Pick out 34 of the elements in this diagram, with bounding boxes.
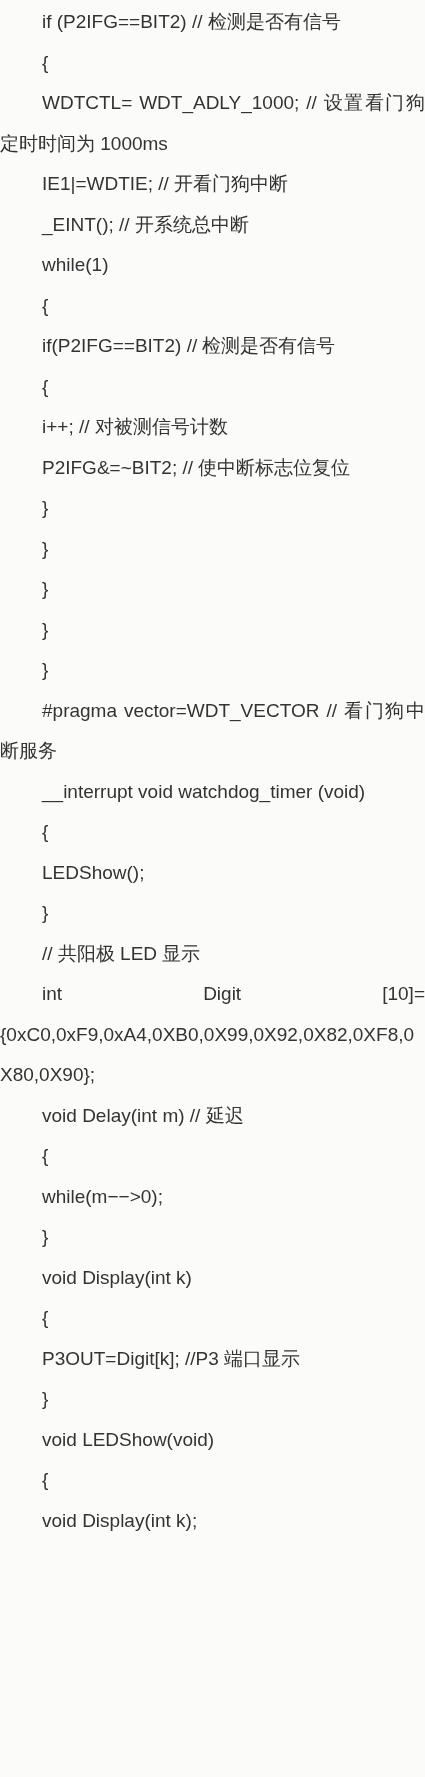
code-line: // 共阳极 LED 显示 — [41, 941, 202, 966]
code-line: __interrupt void watchdog_timer (void) — [40, 779, 367, 805]
code-line: IE1|=WDTIE; // 开看门狗中断 — [41, 172, 290, 196]
code-line: _EINT(); // 开系统总中断 — [40, 212, 250, 238]
code-line: P3OUT=Digit[k]; //P3 端口显示 — [41, 1346, 302, 1371]
code-line: } — [41, 577, 50, 601]
code-line: WDTCTL= WDT_ADLY_1000; // 设置看门狗定时时间为 1000ms — [0, 91, 425, 156]
code-line: if(P2IFG==BIT2) // 检测是否有信号 — [41, 334, 337, 358]
code-line: { — [41, 293, 50, 318]
code-line: void LEDShow(void) — [41, 1427, 216, 1452]
code-line: P2IFG&=~BIT2; // 使中断标志位复位 — [41, 455, 352, 480]
code-line: void Display(int k) — [41, 1265, 193, 1290]
code-line: } — [41, 617, 50, 642]
code-line: } — [41, 901, 50, 925]
code-line: if (P2IFG==BIT2) // 检测是否有信号 — [41, 10, 342, 34]
code-line: } — [41, 1225, 50, 1249]
code-line: void Display(int k); — [41, 1508, 199, 1533]
code-line: { — [41, 50, 50, 75]
code-line: { — [41, 1144, 50, 1168]
code-line: #pragma vector=WDT_VECTOR // 看门狗中断服务 — [0, 698, 425, 763]
code-line: { — [41, 1468, 50, 1492]
code-line: { — [41, 374, 50, 399]
code-line: LEDShow(); — [41, 860, 146, 885]
code-line: } — [41, 536, 50, 561]
code-line: { — [41, 1306, 50, 1330]
code-line: } — [41, 658, 50, 682]
code-line: while(1) — [41, 253, 110, 277]
code-line: { — [41, 820, 50, 844]
code-line: while(m−−>0); — [41, 1184, 164, 1209]
code-line: i++; // 对被测信号计数 — [41, 415, 229, 439]
code-line: } — [41, 1387, 50, 1411]
code-line: } — [41, 496, 50, 520]
code-line: void Delay(int m) // 延迟 — [41, 1103, 245, 1128]
code-line: int Digit [10]={0xC0,0xF9,0xA4,0XB0,0X99,0X92,0X82,0XF8,0X80,0X90}; — [0, 982, 425, 1087]
